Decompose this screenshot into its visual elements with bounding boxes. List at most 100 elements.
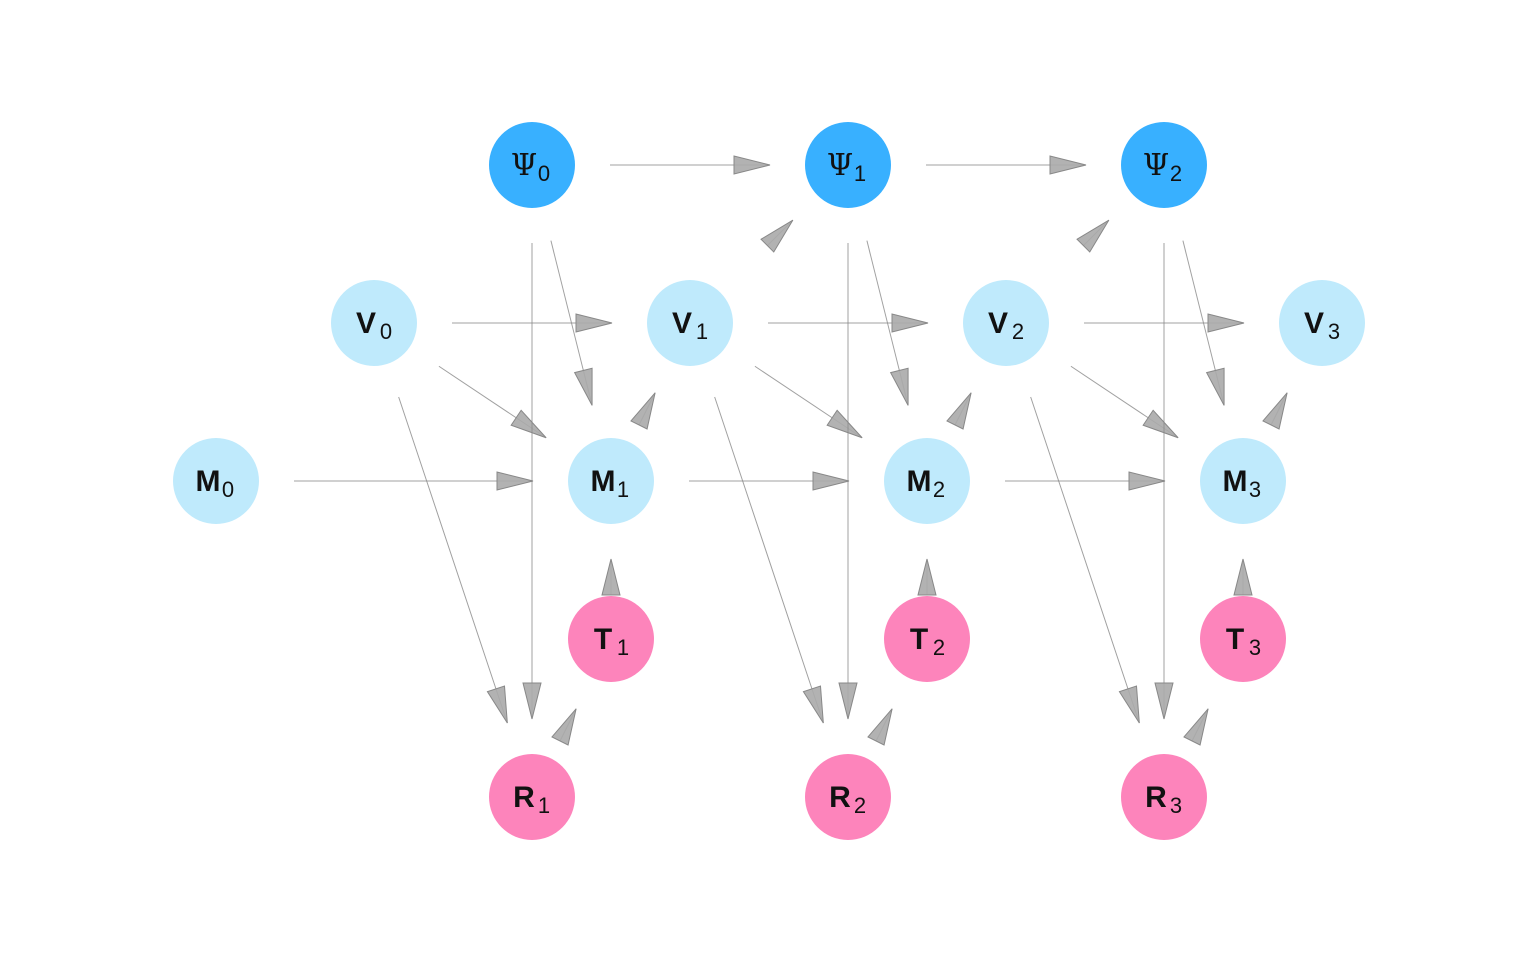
edge-M1-M2 — [689, 471, 850, 491]
arrowhead-icon — [946, 392, 972, 430]
node-symbol: Ψ — [1143, 148, 1169, 183]
node-subscript: 3 — [1170, 793, 1182, 818]
edge-Psi1-Psi2 — [926, 155, 1087, 175]
edge-V2-R3 — [1030, 396, 1140, 724]
arrowhead-icon — [838, 682, 858, 720]
arrowhead-icon — [1049, 155, 1087, 175]
node-subscript: 3 — [1249, 477, 1261, 502]
edge-V2-M3 — [1070, 365, 1179, 439]
node-circle — [805, 122, 891, 208]
node-circle — [1200, 596, 1286, 682]
node-subscript: 3 — [1249, 635, 1261, 660]
node-subscript: 1 — [617, 477, 629, 502]
edge-Psi0-Psi1 — [610, 155, 771, 175]
arrowhead-icon — [802, 685, 824, 724]
node-circle — [884, 596, 970, 682]
arrowhead-icon — [760, 219, 794, 253]
edge-R2-T2 — [867, 708, 893, 746]
edge-line — [1030, 396, 1140, 724]
node-subscript: 0 — [222, 477, 234, 502]
node-symbol: Ψ — [511, 148, 537, 183]
node-circle — [173, 438, 259, 524]
node-symbol: R — [1145, 781, 1167, 814]
node-subscript: 1 — [854, 161, 866, 186]
node-symbol: R — [513, 781, 535, 814]
edge-V1-Psi1 — [760, 219, 794, 253]
node-circle — [1121, 122, 1207, 208]
node-subscript: 2 — [854, 793, 866, 818]
arrowhead-icon — [601, 558, 621, 596]
node-circle — [805, 754, 891, 840]
node-circle — [331, 280, 417, 366]
edge-M2-M3 — [1005, 471, 1166, 491]
node-circle — [1121, 754, 1207, 840]
node-circle — [1279, 280, 1365, 366]
node-symbol: M — [591, 465, 616, 498]
arrowhead-icon — [1262, 392, 1288, 430]
node-symbol: T — [594, 623, 612, 656]
node-circle — [1200, 438, 1286, 524]
node-subscript: 2 — [933, 477, 945, 502]
edge-M2-V2 — [946, 392, 972, 430]
arrowhead-icon — [630, 392, 656, 430]
edge-Psi2-R3 — [1154, 243, 1174, 720]
arrowhead-icon — [917, 558, 937, 596]
arrowhead-icon — [1183, 708, 1209, 746]
node-circle — [568, 596, 654, 682]
node-symbol: M — [1223, 465, 1248, 498]
node-subscript: 2 — [933, 635, 945, 660]
arrowhead-icon — [1142, 409, 1179, 439]
arrowhead-icon — [826, 409, 863, 439]
arrowhead-icon — [551, 708, 577, 746]
arrowhead-icon — [889, 367, 909, 406]
edge-M0-M1 — [294, 471, 534, 491]
node-subscript: 2 — [1170, 161, 1182, 186]
edge-Psi2-M3 — [1182, 240, 1225, 406]
arrowhead-icon — [575, 313, 613, 333]
edge-V2-Psi2 — [1076, 219, 1110, 253]
edge-M3-V3 — [1262, 392, 1288, 430]
edge-line — [398, 396, 508, 724]
edge-R3-T3 — [1183, 708, 1209, 746]
edge-T3-M3 — [1233, 558, 1253, 596]
arrowhead-icon — [1233, 558, 1253, 596]
edge-Psi0-M1 — [550, 240, 593, 406]
node-symbol: V — [988, 307, 1008, 340]
node-subscript: 1 — [696, 319, 708, 344]
node-symbol: R — [829, 781, 851, 814]
node-circle — [568, 438, 654, 524]
node-circle — [884, 438, 970, 524]
node-circle — [489, 122, 575, 208]
node-subscript: 3 — [1328, 319, 1340, 344]
node-symbol: V — [356, 307, 376, 340]
arrowhead-icon — [1118, 685, 1140, 724]
arrowhead-icon — [496, 471, 534, 491]
node-symbol: T — [910, 623, 928, 656]
arrowhead-icon — [486, 685, 508, 724]
edge-T2-M2 — [917, 558, 937, 596]
edge-Psi1-M2 — [866, 240, 909, 406]
arrowhead-icon — [733, 155, 771, 175]
arrowhead-icon — [1207, 313, 1245, 333]
node-subscript: 1 — [538, 793, 550, 818]
arrowhead-icon — [573, 367, 593, 406]
edge-R1-T1 — [551, 708, 577, 746]
arrowhead-icon — [812, 471, 850, 491]
edge-M1-V1 — [630, 392, 656, 430]
node-symbol: M — [196, 465, 221, 498]
edge-line — [714, 396, 824, 724]
node-circle — [647, 280, 733, 366]
